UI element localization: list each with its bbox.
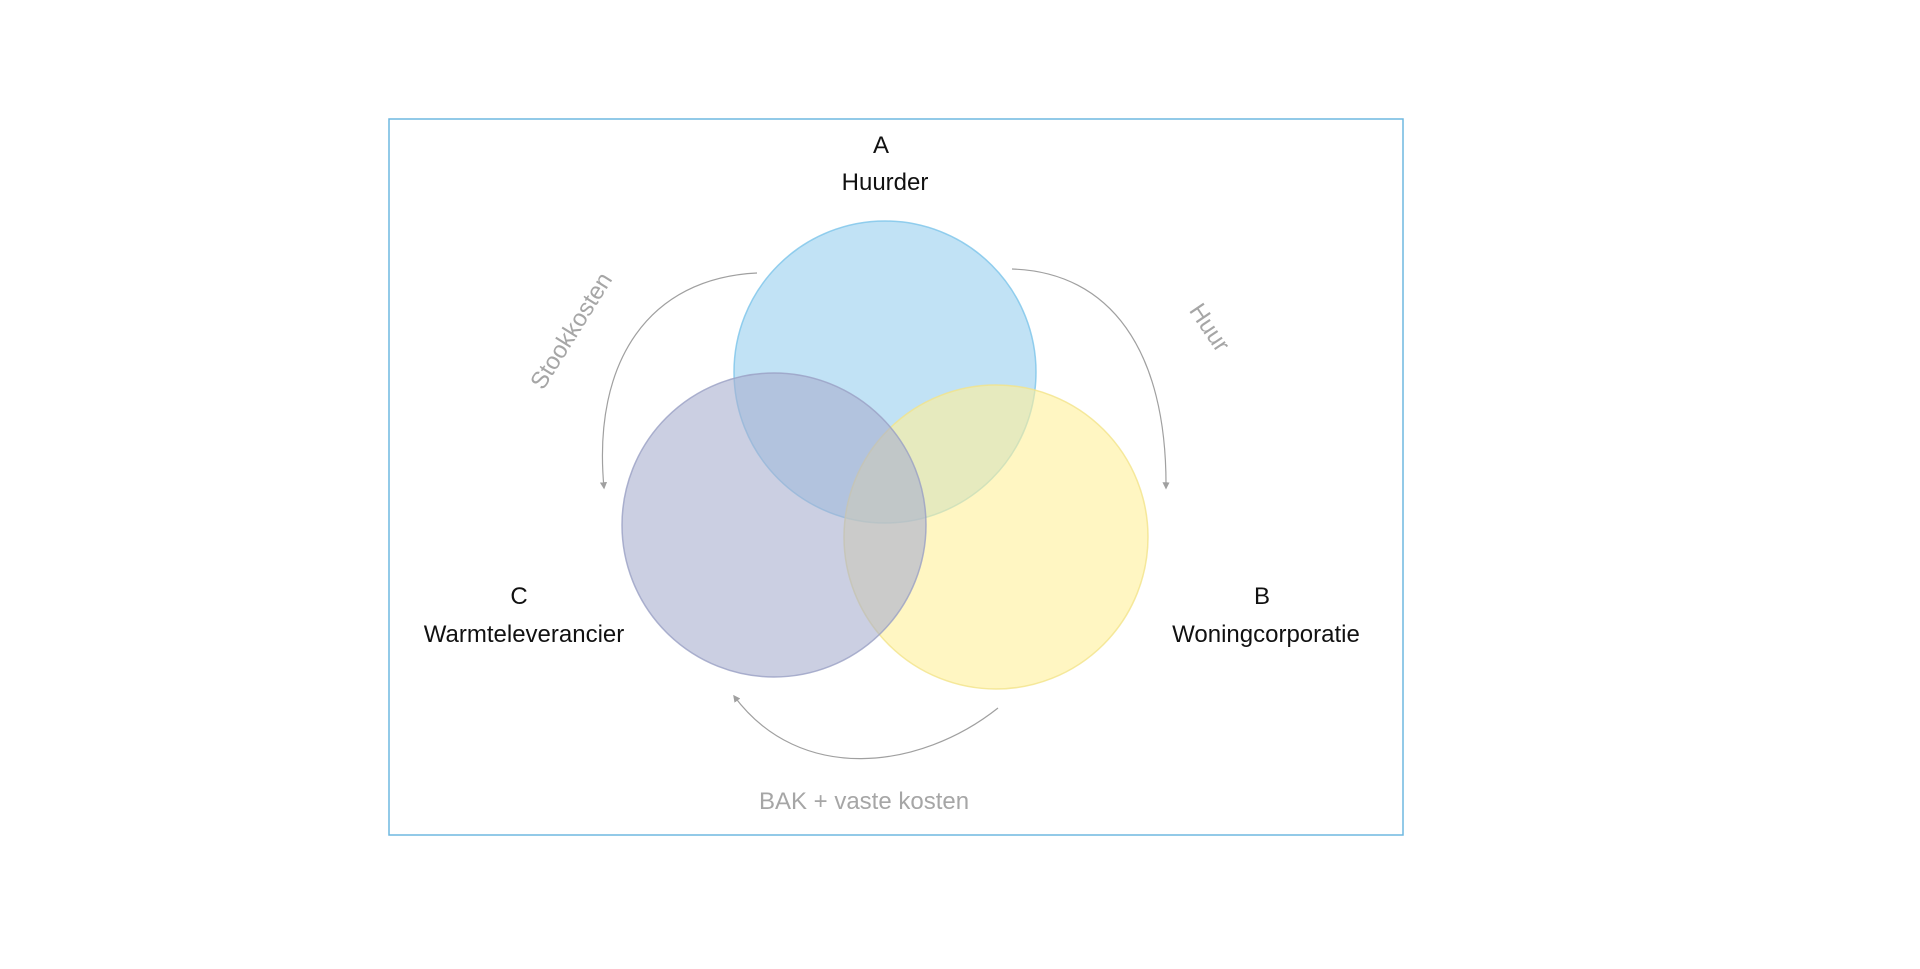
flow-label-bak-vaste-kosten: BAK + vaste kosten [759, 788, 969, 815]
party-c-letter: C [510, 583, 527, 610]
party-a-letter: A [873, 132, 889, 159]
party-a-name: Huurder [842, 169, 929, 196]
arrow-bak-vaste-kosten [733, 694, 999, 760]
party-b-letter: B [1254, 583, 1270, 610]
diagram-frame [388, 118, 1404, 836]
circle-warmteleverancier [621, 372, 927, 678]
flow-label-stookkosten: Stookkosten [525, 268, 618, 394]
flow-label-huur: Huur [1183, 299, 1234, 357]
party-b-name: Woningcorporatie [1172, 621, 1360, 648]
arrow-huur [1011, 268, 1170, 490]
arrow-stookkosten [599, 272, 758, 490]
party-c-name: Warmteleverancier [424, 621, 625, 648]
